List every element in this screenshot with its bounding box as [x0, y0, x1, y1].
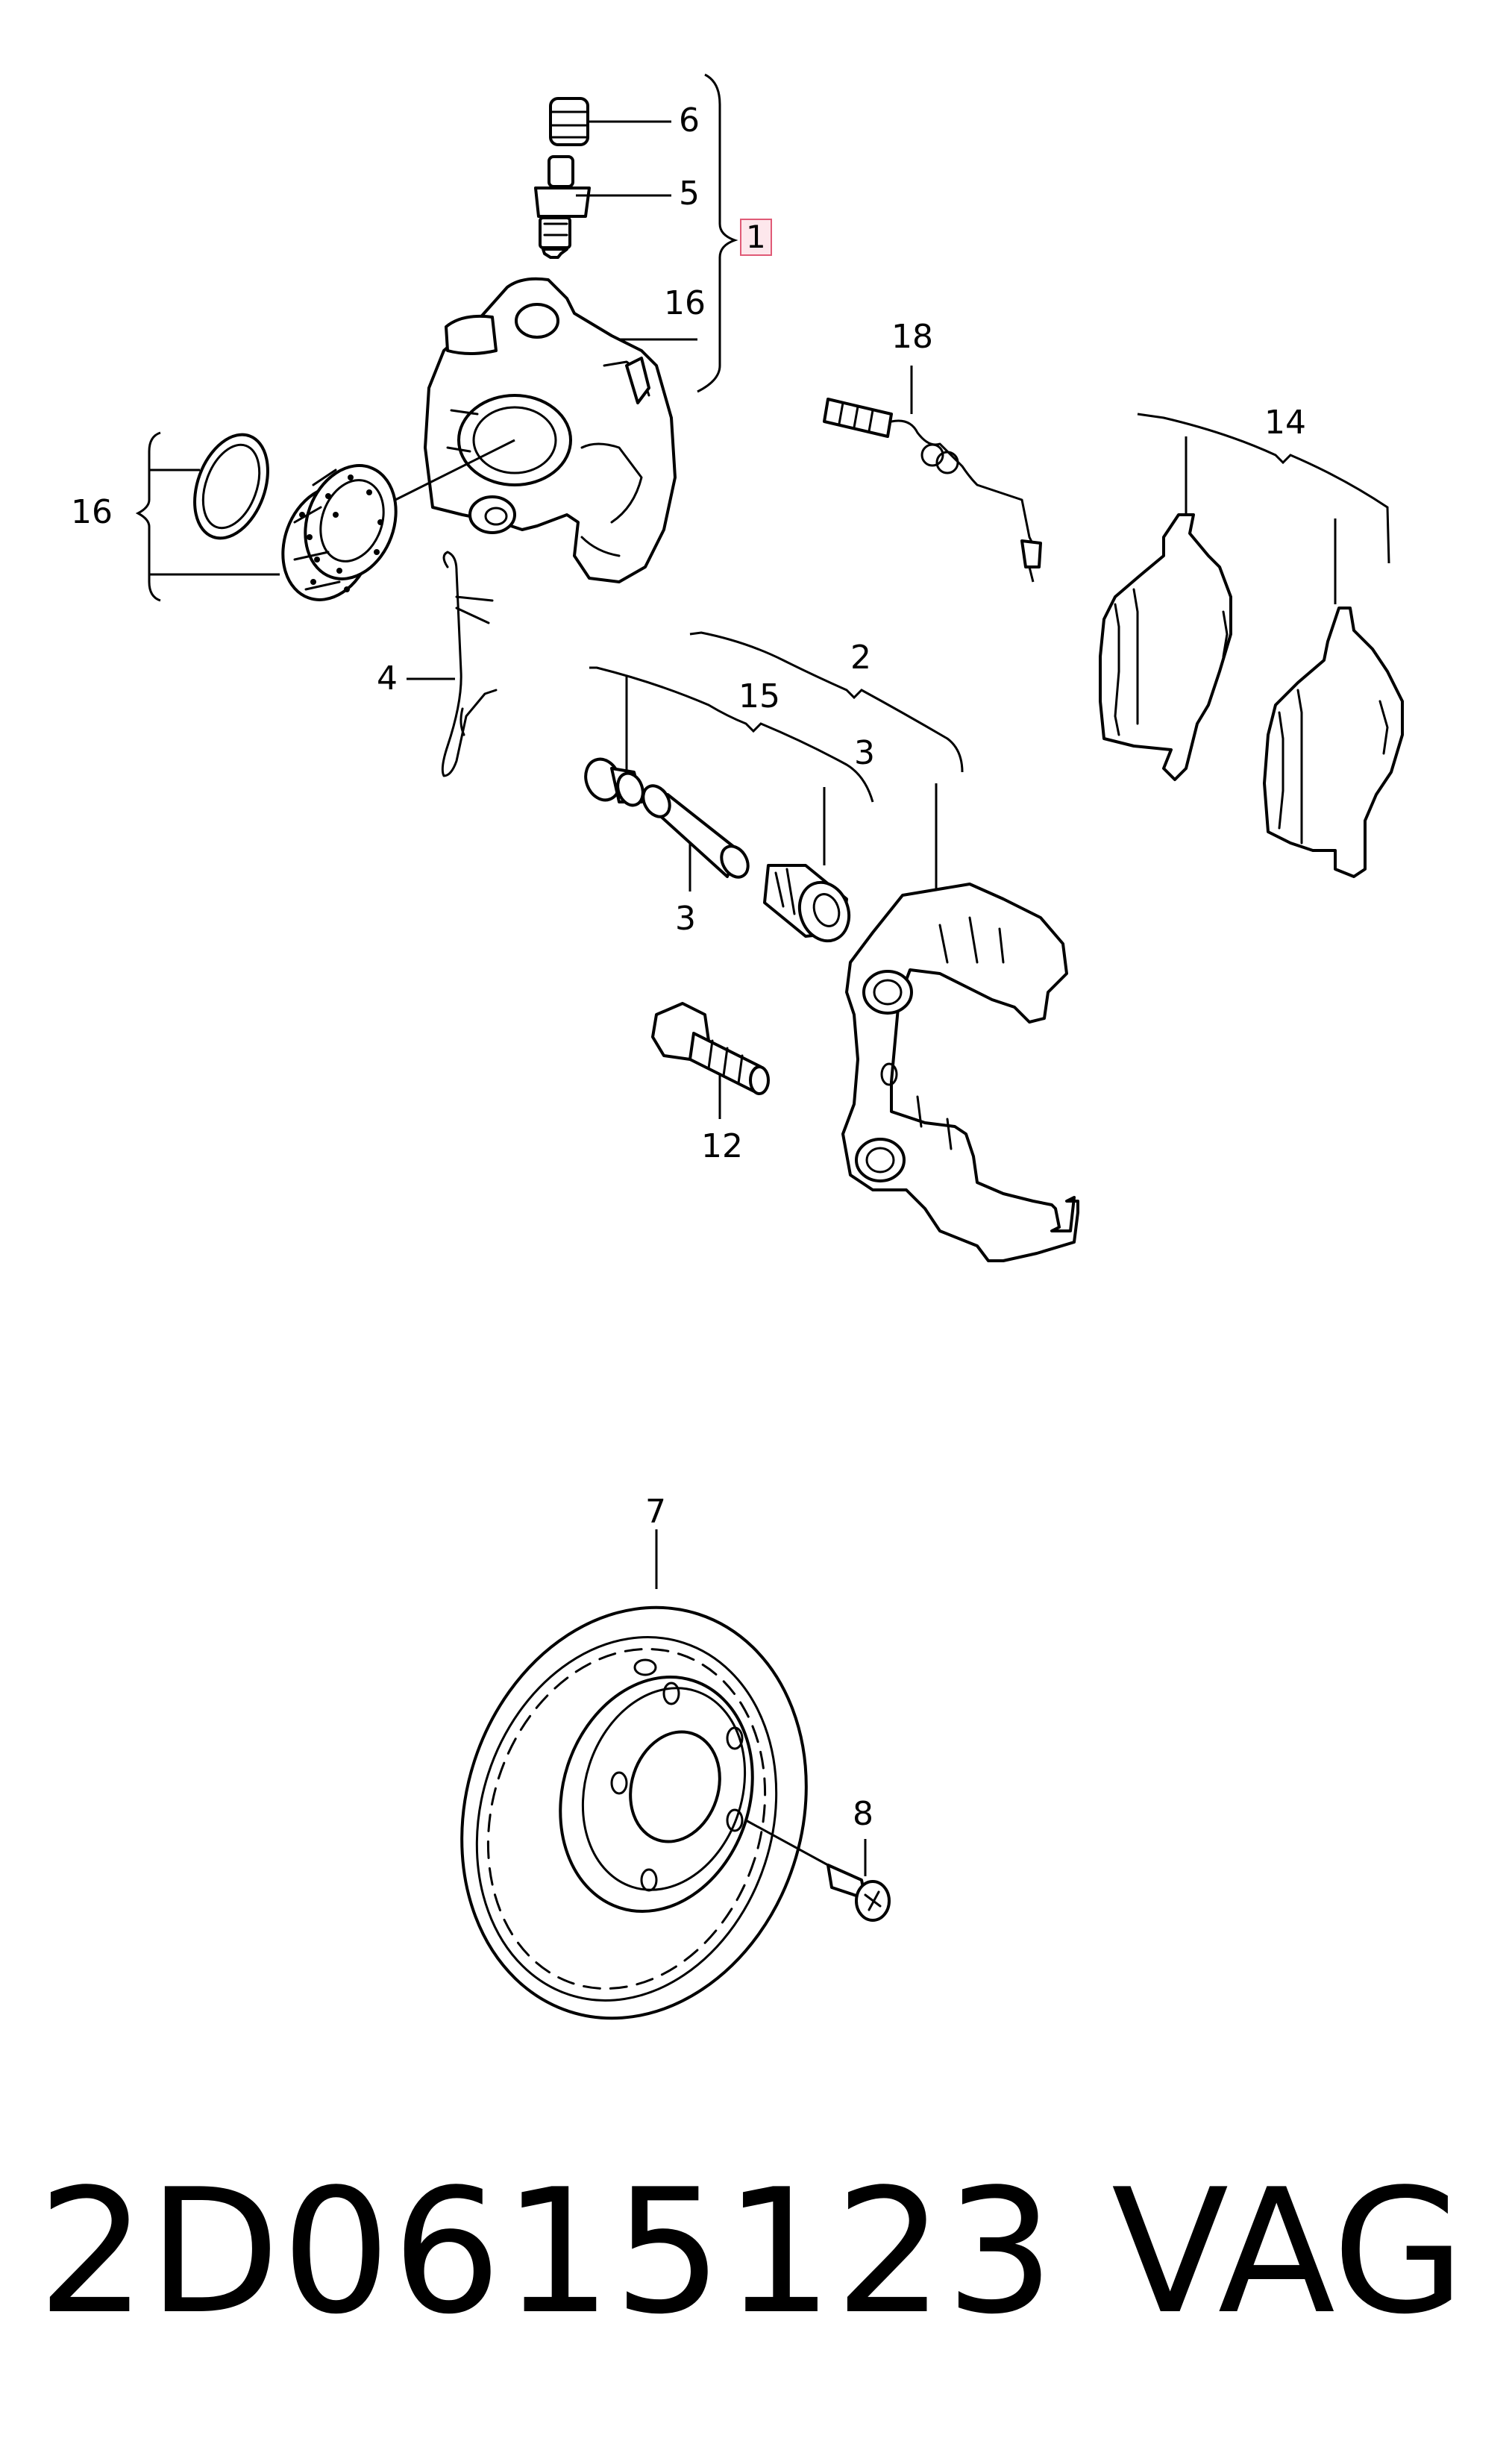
- guide-pin-part: [641, 784, 750, 892]
- callout-14: 14: [1264, 404, 1306, 442]
- disc-screw-part: [826, 1839, 891, 1922]
- brake-pad-inner-part: [1263, 607, 1404, 878]
- callout-16-seal: 16: [71, 493, 113, 531]
- part-number: 2D0615123: [37, 2153, 1056, 2352]
- wear-sensor-part: [823, 366, 1042, 583]
- callout-18: 18: [891, 318, 933, 356]
- group-bracket-1: [697, 73, 738, 393]
- bleed-valve-part: [534, 155, 671, 259]
- bleed-cap-part: [549, 97, 671, 146]
- guide-bushing-part: [763, 864, 851, 943]
- callout-1: 1: [740, 219, 772, 256]
- guide-kit-bracket: [589, 666, 874, 865]
- mounting-bolt-part: [651, 1002, 770, 1119]
- callout-3-carrier: 3: [854, 734, 875, 772]
- callout-16-caliper: 16: [664, 284, 706, 322]
- callout-5: 5: [679, 175, 700, 213]
- callout-4: 4: [377, 659, 398, 698]
- seal-piston-bracket: [135, 431, 280, 602]
- caliper-carrier-part: [841, 883, 1079, 1262]
- callout-8: 8: [853, 1795, 873, 1833]
- callout-6: 6: [679, 101, 700, 140]
- brake-pad-outer-part: [1099, 513, 1232, 781]
- guide-cap-part: [584, 757, 644, 807]
- callout-2: 2: [850, 639, 871, 677]
- callout-12: 12: [701, 1127, 743, 1165]
- callout-7: 7: [645, 1493, 666, 1531]
- brake-pad-bracket: [1137, 413, 1390, 604]
- spring-clip-part: [407, 551, 498, 777]
- group-bracket-2: [689, 631, 964, 895]
- caliper-housing-part: [424, 277, 697, 583]
- seal-ring-part: [193, 433, 269, 540]
- brake-disc-part: [460, 1529, 829, 2020]
- brand-name: VAG: [1111, 2153, 1466, 2352]
- piston-boot-part: [281, 439, 515, 601]
- callout-3-pin: 3: [675, 900, 696, 938]
- callout-15: 15: [738, 677, 780, 715]
